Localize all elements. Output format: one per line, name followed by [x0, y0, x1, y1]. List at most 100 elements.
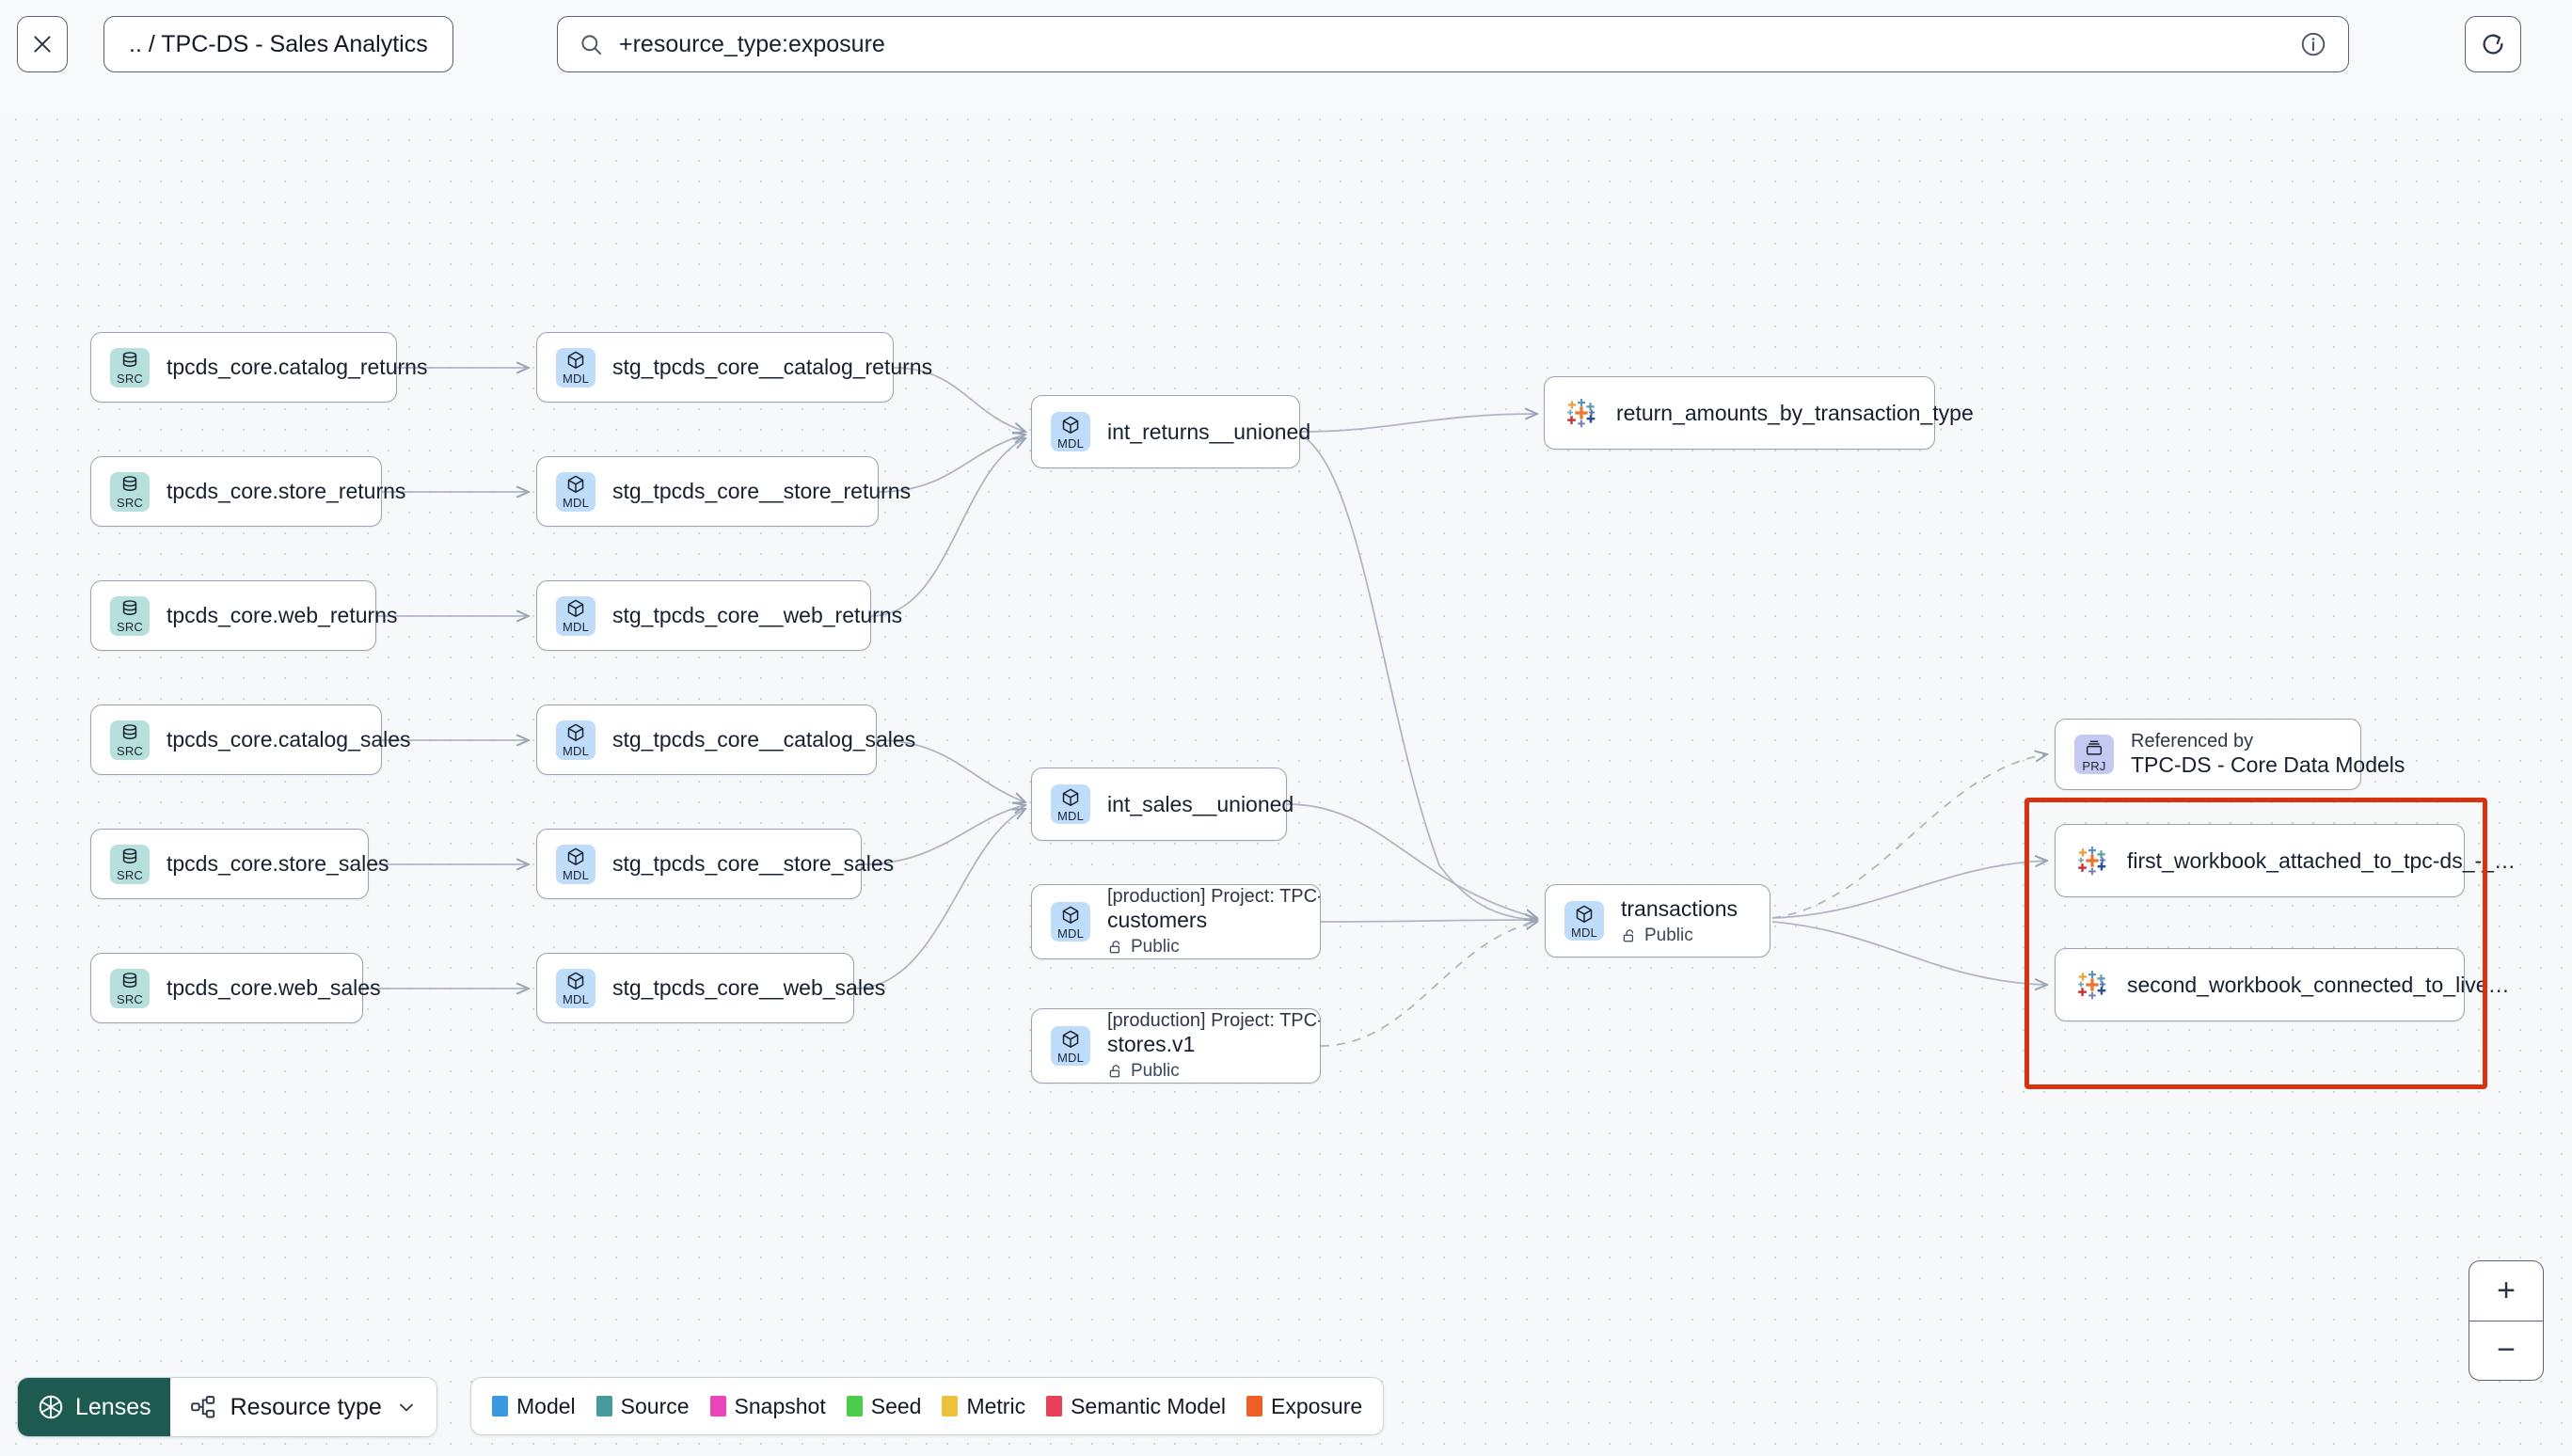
legend-swatch: [1246, 1396, 1262, 1416]
legend-label: Model: [516, 1393, 576, 1418]
legend-item-metric[interactable]: Metric: [942, 1394, 1025, 1419]
graph-node-src_web_sales[interactable]: SRC tpcds_core.web_sales: [90, 953, 381, 1023]
node-label: stg_tpcds_core__web_returns: [612, 603, 903, 627]
node-type-badge-mdl: MDL: [1051, 412, 1090, 451]
node-type-badge-label: SRC: [116, 372, 144, 386]
cube-icon: [1062, 1030, 1079, 1048]
graph-node-return_amounts[interactable]: return_amounts_by_transaction_type: [1544, 376, 1974, 450]
node-type-badge-label: MDL: [1056, 926, 1085, 941]
legend-label: Semantic Model: [1071, 1393, 1226, 1418]
node-body: tpcds_core.web_sales: [167, 975, 381, 1001]
node-label: tpcds_core.web_returns: [167, 603, 398, 627]
legend-swatch: [709, 1396, 726, 1416]
legend-swatch: [595, 1396, 612, 1416]
graph-node-first_workbook[interactable]: first_workbook_attached_to_tpc-ds_-_…: [2055, 824, 2516, 897]
lenses-button[interactable]: Lenses: [18, 1378, 170, 1436]
info-icon[interactable]: [2299, 30, 2327, 58]
node-body: stg_tpcds_core__store_returns: [612, 479, 912, 504]
legend-swatch: [846, 1396, 863, 1416]
node-body: [production] Project: TPC-DS - Core Data…: [1107, 1010, 1320, 1082]
zoom-in-button[interactable]: +: [2469, 1261, 2543, 1321]
refresh-button[interactable]: [2465, 16, 2521, 72]
node-type-badge-label: MDL: [562, 992, 590, 1006]
node-label: TPC-DS - Core Data Models: [2131, 752, 2405, 777]
graph-node-second_workbook[interactable]: second_workbook_connected_to_live…: [2055, 948, 2510, 1021]
cube-icon: [567, 475, 584, 493]
node-type-badge-src: SRC: [110, 471, 150, 512]
node-type-badge-prj: PRJ: [2074, 735, 2114, 774]
database-icon: [122, 352, 137, 367]
node-body: tpcds_core.web_returns: [167, 603, 398, 628]
node-body: stg_tpcds_core__web_returns: [612, 603, 903, 628]
node-label: stg_tpcds_core__catalog_returns: [612, 355, 933, 379]
node-label: tpcds_core.store_sales: [167, 851, 389, 876]
resource-type-dropdown[interactable]: Resource type: [169, 1378, 437, 1436]
node-label: stg_tpcds_core__store_returns: [612, 479, 912, 503]
breadcrumb[interactable]: .. / TPC-DS - Sales Analytics: [103, 16, 453, 72]
node-body: tpcds_core.store_returns: [167, 479, 405, 504]
graph-node-stg_store_returns[interactable]: MDL stg_tpcds_core__store_returns: [536, 456, 912, 527]
node-type-badge-mdl: MDL: [1051, 902, 1090, 942]
node-label: tpcds_core.catalog_sales: [167, 727, 411, 752]
legend-item-source[interactable]: Source: [595, 1394, 690, 1419]
cube-icon: [567, 351, 584, 369]
node-type-badge-src: SRC: [110, 844, 150, 884]
bottom-bar: Lenses Resource type Model Source Snapshot…: [0, 1366, 2572, 1456]
search-input-value[interactable]: +resource_type:exposure: [619, 30, 885, 57]
graph-node-src_store_sales[interactable]: SRC tpcds_core.store_sales: [90, 829, 389, 899]
resource-type-legend: Model Source Snapshot Seed Metric Semantic Mo…: [470, 1377, 1385, 1435]
graph-node-src_store_returns[interactable]: SRC tpcds_core.store_returns: [90, 456, 405, 527]
legend-item-snapshot[interactable]: Snapshot: [709, 1394, 826, 1419]
node-type-badge-label: MDL: [562, 496, 590, 510]
node-label: stores.v1: [1107, 1032, 1196, 1056]
node-body: return_amounts_by_transaction_type: [1616, 401, 1974, 426]
node-label: stg_tpcds_core__catalog_sales: [612, 727, 916, 752]
graph-node-stores_v1[interactable]: MDL[production] Project: TPC-DS - Core D…: [1031, 1008, 1321, 1084]
zoom-in-label: +: [2497, 1272, 2516, 1308]
legend-swatch: [942, 1396, 959, 1416]
node-body: first_workbook_attached_to_tpc-ds_-_…: [2127, 848, 2516, 874]
search-field[interactable]: +resource_type:exposure: [557, 16, 2349, 72]
legend-item-exposure[interactable]: Exposure: [1246, 1394, 1362, 1419]
legend-item-seed[interactable]: Seed: [846, 1394, 921, 1419]
node-label: tpcds_core.web_sales: [167, 975, 381, 1000]
legend-item-model[interactable]: Model: [492, 1394, 576, 1419]
zoom-out-button[interactable]: −: [2469, 1321, 2543, 1381]
tableau-exposure-icon: [2078, 847, 2106, 876]
graph-node-src_catalog_sales[interactable]: SRC tpcds_core.catalog_sales: [90, 704, 411, 775]
node-visibility-badge: Public: [1107, 937, 1320, 957]
close-icon: [34, 36, 51, 53]
aperture-icon: [39, 1395, 63, 1419]
zoom-out-label: −: [2497, 1332, 2516, 1369]
zoom-controls: + −: [2469, 1260, 2544, 1381]
node-label: second_workbook_connected_to_live…: [2127, 972, 2510, 997]
close-button[interactable]: [17, 16, 68, 72]
database-icon: [122, 848, 137, 863]
graph-node-src_web_returns[interactable]: SRC tpcds_core.web_returns: [90, 580, 398, 651]
node-type-badge-src: SRC: [110, 968, 150, 1008]
node-body: second_workbook_connected_to_live…: [2127, 972, 2510, 998]
node-visibility-badge: Public: [1107, 1061, 1320, 1082]
cube-icon: [567, 847, 584, 865]
node-body: [production] Project: TPC-DS - Core Data…: [1107, 886, 1320, 957]
node-type-badge-label: SRC: [116, 620, 144, 634]
legend-item-semantic-model[interactable]: Semantic Model: [1046, 1394, 1226, 1419]
node-type-badge-src: SRC: [110, 720, 150, 760]
chevron-down-icon: [399, 1403, 413, 1412]
graph-node-customers[interactable]: MDL [production] Project: TPC-DS - Core D…: [1031, 884, 1321, 959]
archive-icon: [2086, 740, 2103, 755]
node-label: customers: [1107, 908, 1208, 932]
